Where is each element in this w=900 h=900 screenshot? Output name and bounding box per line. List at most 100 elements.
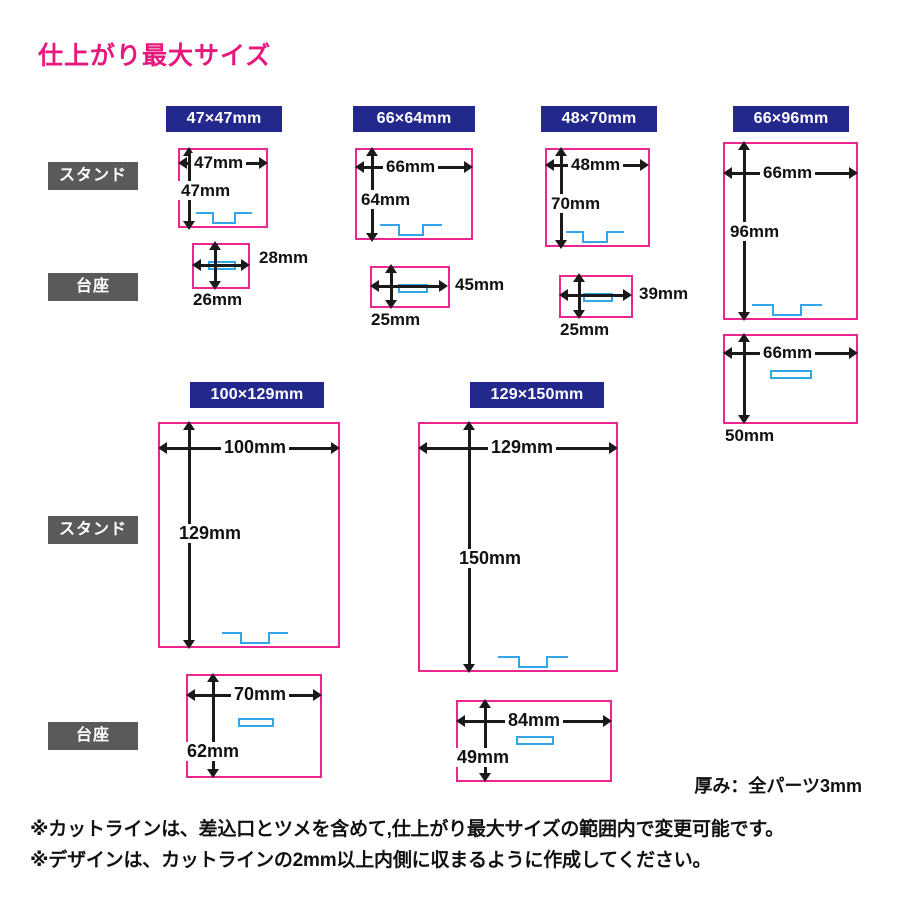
dim-label-w-base-48x70: 25mm <box>560 320 610 339</box>
arrow-left-base-66x96 <box>723 347 732 359</box>
dim-label-h-stand-129x150: 150mm <box>456 549 525 568</box>
row-label-base-top: 台座 <box>48 273 138 301</box>
dim-label-w-base-66x96: 66mm <box>760 343 816 362</box>
dim-label-w-stand-48x70: 48mm <box>568 155 624 174</box>
insert-tab-stand-100x129 <box>222 632 288 646</box>
dim-label-w-base-47x47: 26mm <box>193 290 243 309</box>
cutline-box-stand-66x64 <box>355 148 473 240</box>
arrow-down-base-48x70 <box>573 310 585 319</box>
size-badge-48x70: 48×70mm <box>541 106 657 132</box>
note-cutline: ※カットラインは、差込口とツメを含めて,仕上がり最大サイズの範囲内で変更可能です… <box>30 819 785 840</box>
arrow-right-base-66x96 <box>849 347 858 359</box>
arrow-left-base-48x70 <box>559 289 568 301</box>
dim-label-w-base-66x64: 25mm <box>371 310 421 329</box>
dim-label-h-stand-66x64: 64mm <box>358 190 414 209</box>
arrow-up-stand-129x150 <box>463 421 475 430</box>
arrow-down-base-47x47 <box>209 281 221 290</box>
arrow-right-stand-129x150 <box>609 442 618 454</box>
arrow-left-base-100x129 <box>186 689 195 701</box>
dim-label-h-stand-100x129: 129mm <box>176 524 245 543</box>
dim-label-h-stand-47x47: 47mm <box>178 181 234 200</box>
arrow-down-stand-129x150 <box>463 664 475 673</box>
arrow-down-stand-66x96 <box>738 312 750 321</box>
insert-tab-stand-47x47 <box>196 212 252 226</box>
dim-label-h-base-47x47: 28mm <box>259 248 309 267</box>
dim-line-h-base-48x70 <box>567 294 624 297</box>
insert-slot-base-100x129 <box>238 718 274 727</box>
arrow-right-stand-66x96 <box>849 167 858 179</box>
dim-label-h-stand-66x96: 96mm <box>727 222 783 241</box>
arrow-right-stand-66x64 <box>464 161 473 173</box>
arrow-right-stand-47x47 <box>259 157 268 169</box>
arrow-right-base-66x64 <box>439 280 448 292</box>
cutline-box-stand-66x96 <box>723 142 858 320</box>
arrow-up-base-47x47 <box>209 241 221 250</box>
insert-tab-stand-48x70 <box>566 231 624 245</box>
arrow-up-stand-47x47 <box>183 147 195 156</box>
dim-label-w-base-129x150: 84mm <box>505 711 564 730</box>
dim-label-w-stand-66x96: 66mm <box>760 163 816 182</box>
arrow-left-base-129x150 <box>456 715 465 727</box>
arrow-left-stand-66x96 <box>723 167 732 179</box>
row-label-stand-bottom: スタンド <box>48 516 138 544</box>
arrow-left-stand-47x47 <box>178 157 187 169</box>
insert-tab-stand-66x64 <box>380 224 442 238</box>
dim-label-h-base-100x129: 62mm <box>184 742 243 761</box>
dim-label-h-base-129x150: 49mm <box>454 748 513 767</box>
thickness-note: 厚み：全パーツ3mm <box>694 776 862 796</box>
arrow-left-base-47x47 <box>192 259 201 271</box>
arrow-left-stand-129x150 <box>418 442 427 454</box>
arrow-down-base-129x150 <box>479 773 491 782</box>
arrow-left-stand-48x70 <box>545 159 554 171</box>
arrow-down-stand-47x47 <box>183 221 195 230</box>
insert-slot-base-66x96 <box>770 370 812 379</box>
arrow-down-stand-66x64 <box>366 233 378 242</box>
note-design-margin: ※デザインは、カットラインの2mm以上内側に収まるように作成してください。 <box>30 850 712 871</box>
arrow-up-stand-66x96 <box>738 141 750 150</box>
arrow-up-base-66x64 <box>385 264 397 273</box>
arrow-left-stand-66x64 <box>355 161 364 173</box>
row-label-stand-top: スタンド <box>48 162 138 190</box>
cutline-box-stand-48x70 <box>545 148 650 247</box>
arrow-up-stand-48x70 <box>555 147 567 156</box>
cutline-box-stand-100x129 <box>158 422 340 648</box>
arrow-right-base-129x150 <box>603 715 612 727</box>
cutline-box-base-66x96 <box>723 334 858 424</box>
dim-label-h-base-66x64: 45mm <box>455 275 505 294</box>
cutline-box-base-100x129 <box>186 674 322 778</box>
dim-label-w-stand-66x64: 66mm <box>383 157 439 176</box>
insert-slot-base-129x150 <box>516 736 554 745</box>
arrow-down-base-66x96 <box>738 415 750 424</box>
size-badge-47x47: 47×47mm <box>166 106 282 132</box>
arrow-down-stand-48x70 <box>555 240 567 249</box>
arrow-down-stand-100x129 <box>183 640 195 649</box>
arrow-up-base-129x150 <box>479 699 491 708</box>
page-title: 仕上がり最大サイズ <box>38 42 272 70</box>
arrow-up-base-100x129 <box>207 673 219 682</box>
dim-line-v-base-66x96 <box>743 341 746 417</box>
arrow-left-stand-100x129 <box>158 442 167 454</box>
size-badge-129x150: 129×150mm <box>470 382 604 408</box>
arrow-up-stand-66x64 <box>366 147 378 156</box>
arrow-left-base-66x64 <box>370 280 379 292</box>
dim-label-w-base-100x129: 70mm <box>231 685 290 704</box>
arrow-right-base-47x47 <box>241 259 250 271</box>
arrow-up-stand-100x129 <box>183 421 195 430</box>
dim-label-w-stand-129x150: 129mm <box>488 438 557 457</box>
dim-line-v-base-100x129 <box>212 681 215 771</box>
dim-label-w-stand-100x129: 100mm <box>221 438 290 457</box>
size-badge-66x96: 66×96mm <box>733 106 849 132</box>
arrow-right-stand-100x129 <box>331 442 340 454</box>
dim-line-v-stand-129x150 <box>468 429 471 666</box>
arrow-down-base-100x129 <box>207 769 219 778</box>
size-badge-66x64: 66×64mm <box>353 106 475 132</box>
size-badge-100x129: 100×129mm <box>190 382 324 408</box>
row-label-base-bottom: 台座 <box>48 722 138 750</box>
arrow-right-base-48x70 <box>623 289 632 301</box>
insert-tab-stand-129x150 <box>498 656 568 670</box>
dim-label-w-stand-47x47: 47mm <box>191 153 247 172</box>
cutline-box-stand-129x150 <box>418 422 618 672</box>
insert-tab-stand-66x96 <box>752 304 822 318</box>
dim-label-h-base-48x70: 39mm <box>639 284 689 303</box>
